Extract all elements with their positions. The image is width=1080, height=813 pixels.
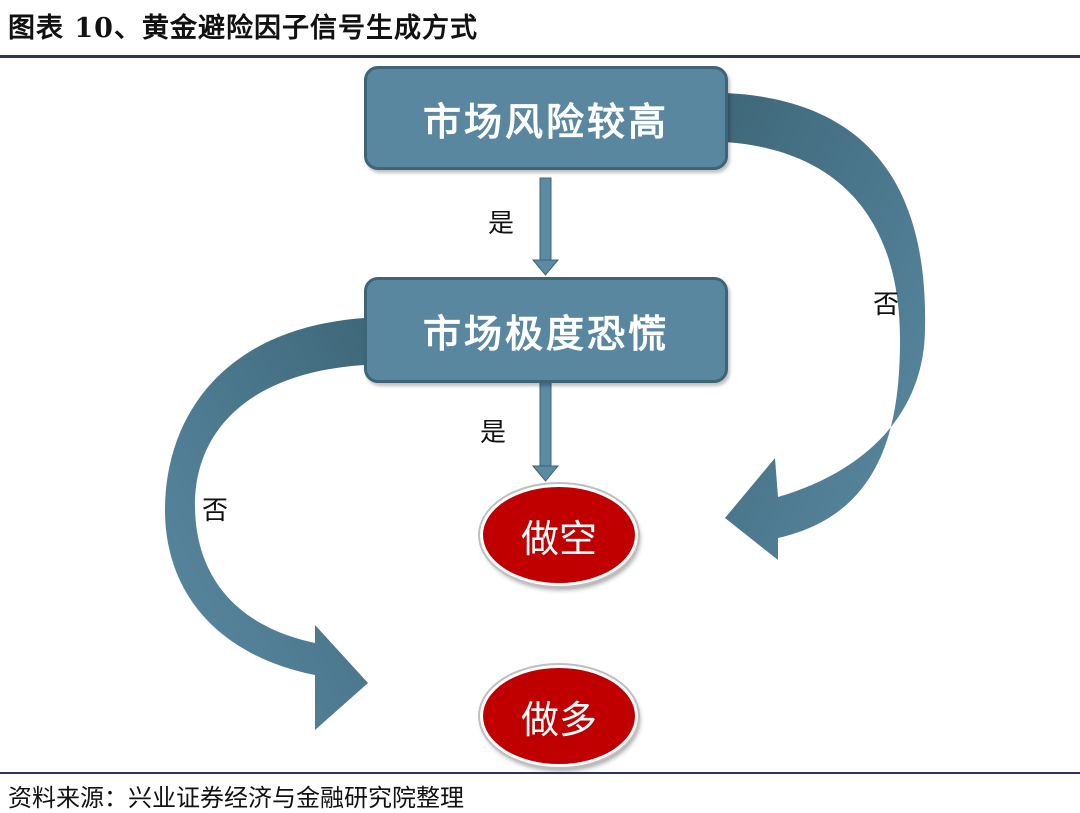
figure-title: 图表 10、黄金避险因子信号生成方式 — [8, 13, 478, 44]
straight-arrow-yes-2 — [531, 381, 560, 482]
curved-arrow-no-right — [725, 93, 926, 560]
edge-label-yes-2: 是 — [480, 418, 507, 448]
edge-label-no-left: 否 — [202, 496, 229, 526]
node-long: 做多 — [480, 665, 638, 767]
bottom-divider — [0, 772, 1080, 774]
straight-arrow-yes-1 — [531, 177, 560, 276]
curved-arrow-no-left — [165, 318, 368, 730]
edge-label-no-right: 否 — [873, 290, 900, 320]
node-short: 做空 — [480, 484, 638, 586]
node-market-risk-high: 市场风险较高 — [364, 66, 728, 170]
top-divider — [0, 55, 1080, 58]
node-market-extreme-panic: 市场极度恐慌 — [364, 277, 728, 383]
source-note: 资料来源：兴业证券经济与金融研究院整理 — [8, 784, 464, 812]
edge-label-yes-1: 是 — [488, 209, 515, 239]
